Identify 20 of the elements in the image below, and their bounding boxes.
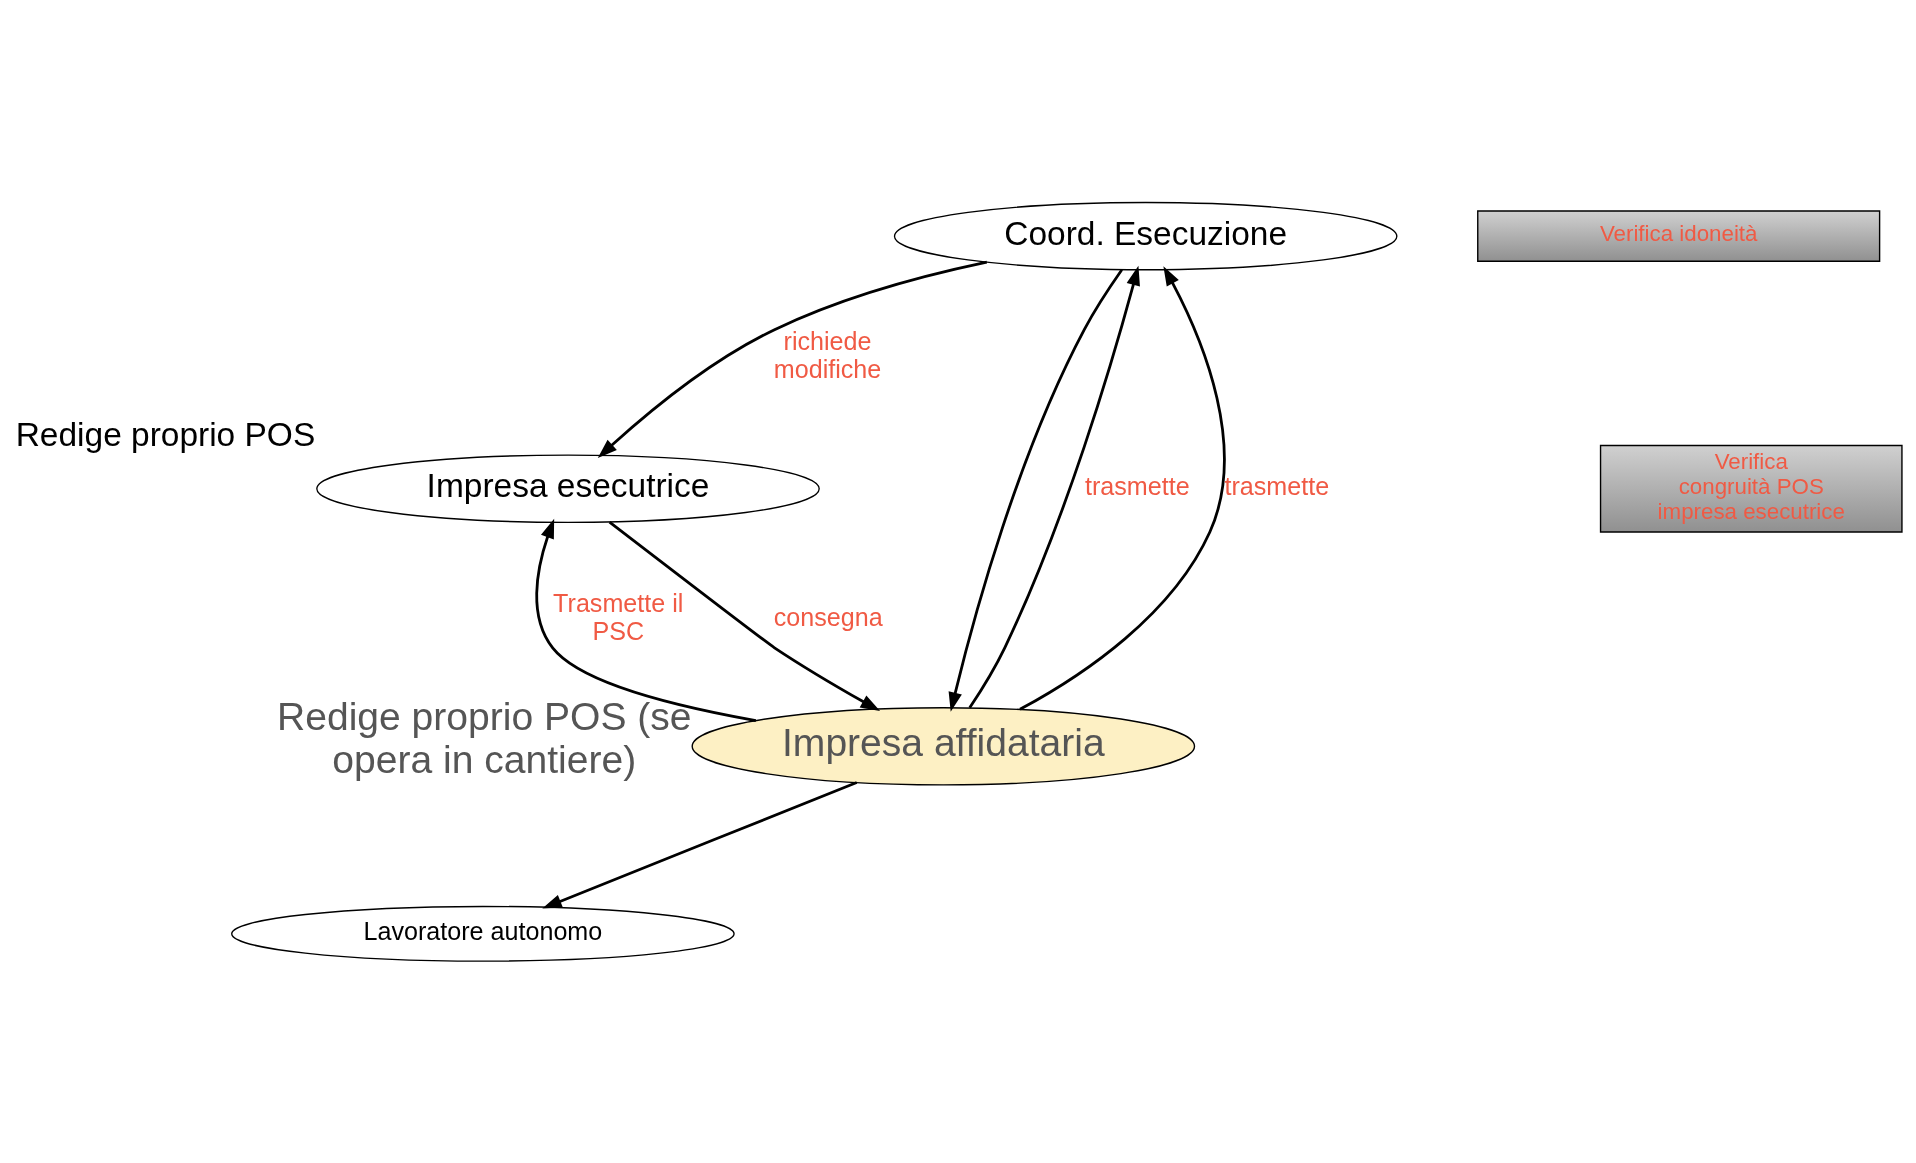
node-box: Verifica idoneità <box>1477 209 1881 262</box>
edge-label: Trasmette il PSC <box>553 588 684 645</box>
node-box: Verifica congruità POS impresa esecutrice <box>1599 444 1903 533</box>
arrow <box>608 520 881 711</box>
arrow <box>968 265 1140 709</box>
arrow <box>597 260 988 458</box>
arrow <box>535 518 757 722</box>
arrow <box>1019 265 1226 711</box>
node-ellipse: Impresa affidataria <box>691 706 1196 786</box>
node-label: Redige proprio POS <box>15 415 316 453</box>
node-label: Redige proprio POS (se opera in cantiere) <box>277 694 692 781</box>
edge-label: trasmette <box>1084 471 1190 500</box>
arrow <box>948 268 1123 712</box>
arrow <box>542 780 858 909</box>
node-ellipse: Lavoratore autonomo <box>231 905 735 962</box>
edge-label: consegna <box>773 602 883 631</box>
edge-label: trasmette <box>1224 471 1330 500</box>
node-ellipse: Impresa esecutrice <box>316 453 820 523</box>
node-ellipse: Coord. Esecuzione <box>893 201 1398 270</box>
edge-label: richiede modifiche <box>773 326 882 383</box>
